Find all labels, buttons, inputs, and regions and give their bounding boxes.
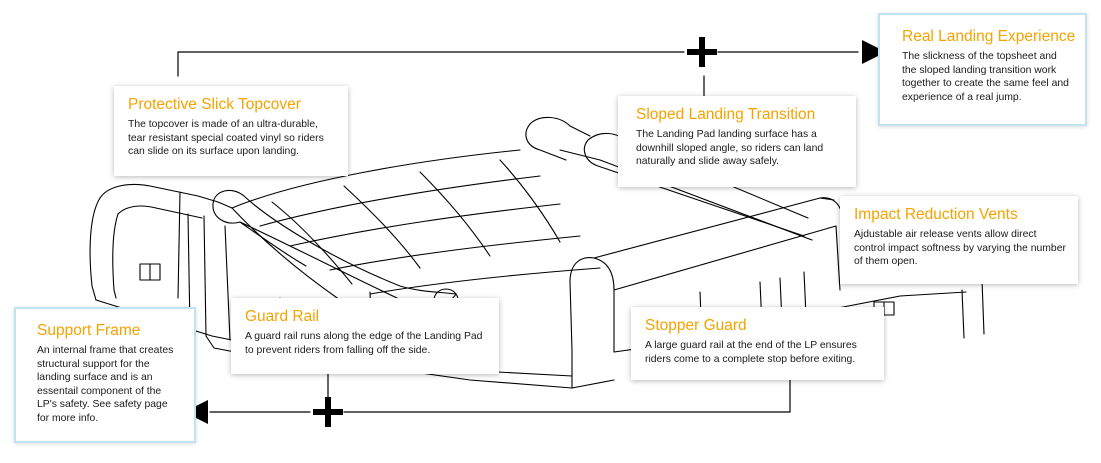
callout-title: Support Frame: [37, 322, 141, 339]
callout-title: Guard Rail: [245, 308, 320, 325]
callout-text: The slickness of the topsheet and the sl…: [902, 51, 1069, 103]
arrow-head-icon: [184, 400, 208, 424]
callout-sloped-landing-transition: Sloped Landing Transition The Landing Pa…: [618, 96, 856, 187]
plus-icon: [687, 37, 717, 67]
callout-impact-reduction-vents: Impact Reduction Vents Ajdustable air re…: [840, 196, 1078, 284]
callout-title: Real Landing Experience: [902, 28, 1076, 45]
plus-icon: [313, 397, 343, 427]
callout-title: Impact Reduction Vents: [854, 206, 1018, 223]
support-frame-outline: [89, 183, 233, 341]
callout-support-frame: Support Frame An internal frame that cre…: [14, 307, 196, 443]
connector-lines: [177, 51, 859, 413]
callout-guard-rail: Guard Rail A guard rail runs along the e…: [231, 298, 499, 374]
callout-stopper-guard: Stopper Guard A large guard rail at the …: [631, 307, 884, 380]
callout-real-landing-experience: Real Landing Experience The slickness of…: [878, 13, 1087, 126]
callout-text: The Landing Pad landing surface has a do…: [636, 129, 824, 168]
callout-text: A large guard rail at the end of the LP …: [645, 340, 857, 365]
callout-title: Protective Slick Topcover: [128, 96, 301, 113]
callout-protective-slick-topcover: Protective Slick Topcover The topcover i…: [114, 86, 348, 176]
callout-title: Sloped Landing Transition: [636, 106, 816, 123]
callout-text: An internal frame that creates structura…: [37, 345, 174, 424]
arrow-head-icon: [862, 40, 886, 64]
stopper-guard: [569, 197, 843, 353]
top-surface: [231, 149, 813, 311]
callout-text: A guard rail runs along the edge of the …: [245, 331, 483, 356]
callout-title: Stopper Guard: [645, 317, 747, 334]
callout-text: Ajdustable air release vents allow direc…: [854, 229, 1066, 268]
callout-text: The topcover is made of an ultra-durable…: [128, 119, 324, 158]
